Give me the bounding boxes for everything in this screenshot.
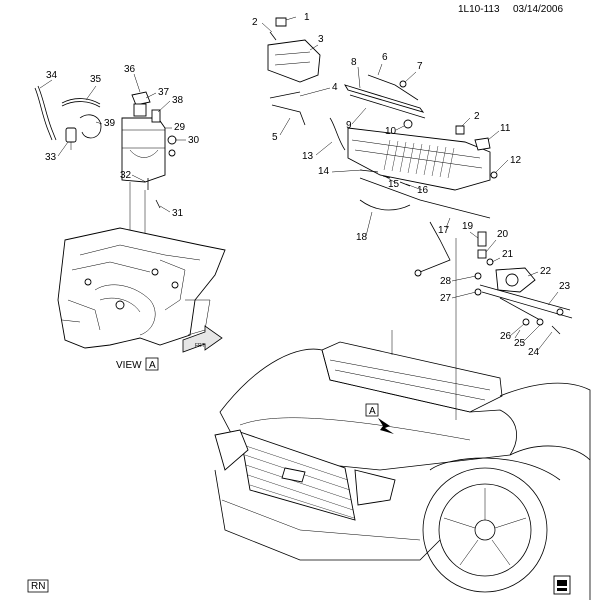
callout-15: 15 bbox=[388, 179, 400, 190]
callout-17: 17 bbox=[438, 225, 450, 236]
callout-28: 28 bbox=[440, 276, 452, 287]
callout-35: 35 bbox=[90, 74, 102, 85]
callout-8: 8 bbox=[351, 57, 357, 68]
callout-12: 12 bbox=[510, 155, 522, 166]
callout-29: 29 bbox=[174, 122, 186, 133]
print-badge-icon bbox=[553, 575, 571, 595]
callout-26: 26 bbox=[500, 331, 512, 342]
callout-24: 24 bbox=[528, 347, 540, 358]
callout-19: 19 bbox=[462, 221, 474, 232]
view-a-pointer: A bbox=[365, 403, 394, 434]
callout-2b: 2 bbox=[474, 111, 480, 122]
view-a-label: VIEW A bbox=[116, 357, 159, 371]
svg-text:FRT: FRT bbox=[195, 343, 205, 349]
cowl-and-wiper-assembly bbox=[267, 17, 498, 277]
callout-27: 27 bbox=[440, 293, 452, 304]
callout-9: 9 bbox=[346, 120, 352, 131]
callout-7: 7 bbox=[417, 61, 423, 72]
callout-1: 1 bbox=[304, 12, 310, 23]
callout-20: 20 bbox=[497, 229, 509, 240]
front-direction-arrow-icon: FRT bbox=[182, 325, 223, 353]
svg-text:A: A bbox=[149, 360, 156, 371]
callout-32: 32 bbox=[120, 170, 132, 181]
washer-reservoir-assembly bbox=[34, 85, 177, 245]
callout-2: 2 bbox=[252, 17, 258, 28]
callout-22: 22 bbox=[540, 266, 552, 277]
callout-11: 11 bbox=[500, 123, 511, 134]
callout-labels: 1 2 3 4 5 6 7 8 9 10 11 12 13 14 15 16 1… bbox=[39, 12, 571, 358]
callout-30: 30 bbox=[188, 135, 200, 146]
inner-fender-structure bbox=[57, 227, 226, 349]
cowl-vent-slats bbox=[383, 139, 455, 179]
svg-text:RN: RN bbox=[31, 581, 45, 592]
footer-code-box: RN bbox=[27, 579, 49, 593]
callout-39: 39 bbox=[104, 118, 116, 129]
callout-36: 36 bbox=[124, 64, 136, 75]
callout-3: 3 bbox=[318, 34, 324, 45]
wiper-motor-and-linkage bbox=[474, 231, 573, 339]
callout-31: 31 bbox=[172, 208, 184, 219]
callout-14: 14 bbox=[318, 166, 330, 177]
callout-13: 13 bbox=[302, 151, 314, 162]
diagram-code: 1L10-113 bbox=[458, 4, 500, 15]
callout-37: 37 bbox=[158, 87, 170, 98]
callout-10: 10 bbox=[385, 126, 397, 137]
svg-text:A: A bbox=[369, 406, 376, 417]
callout-38: 38 bbox=[172, 95, 184, 106]
callout-34: 34 bbox=[46, 70, 58, 81]
callout-33: 33 bbox=[45, 152, 57, 163]
diagram-date: 03/14/2006 bbox=[513, 4, 563, 15]
callout-23: 23 bbox=[559, 281, 571, 292]
callout-4: 4 bbox=[332, 82, 338, 93]
callout-21: 21 bbox=[502, 249, 514, 260]
svg-text:VIEW: VIEW bbox=[116, 360, 142, 371]
callout-6: 6 bbox=[382, 52, 388, 63]
callout-16: 16 bbox=[417, 185, 429, 196]
callout-18: 18 bbox=[356, 232, 368, 243]
callout-5: 5 bbox=[272, 132, 278, 143]
vehicle-front-outline bbox=[214, 341, 591, 600]
callout-25: 25 bbox=[514, 338, 526, 349]
